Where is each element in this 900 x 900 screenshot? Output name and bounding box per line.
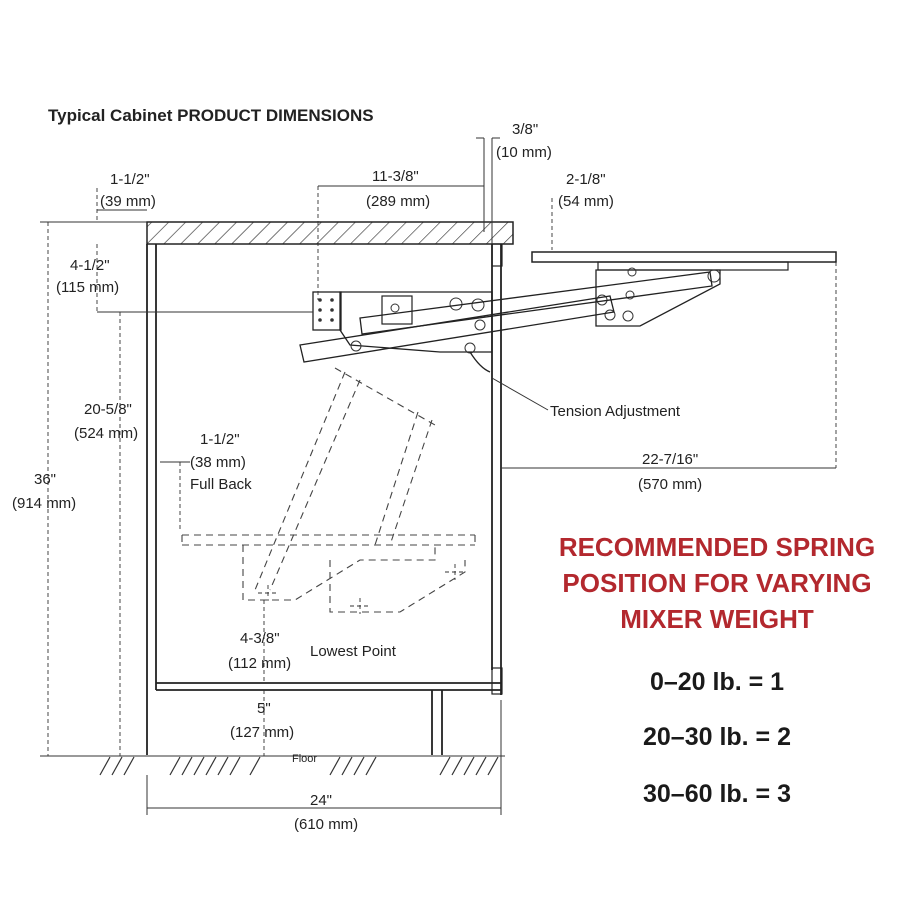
- tension-adjustment-label: Tension Adjustment: [550, 403, 681, 420]
- countertop: [146, 221, 514, 245]
- dim-24-mm: (610 mm): [294, 816, 358, 833]
- floor-label: Floor: [292, 753, 317, 765]
- diagram-title: Typical Cabinet PRODUCT DIMENSIONS: [48, 106, 374, 125]
- dim-3-8-mm: (10 mm): [496, 144, 552, 161]
- dim-4-1-2-mm: (115 mm): [56, 279, 119, 296]
- dim-2-1-8-mm: (54 mm): [558, 193, 614, 210]
- dim-11-3-8: 11-3/8": [372, 168, 419, 185]
- recommendation-line-3: MIXER WEIGHT: [620, 604, 814, 634]
- weight-option-1: 0–20 lb. = 1: [650, 668, 784, 696]
- dim-36-mm: (914 mm): [12, 495, 76, 512]
- dim-1-1-2-back-mm: (38 mm): [190, 454, 246, 471]
- recommendation-line-1: RECOMMENDED SPRING: [559, 532, 875, 562]
- dim-11-3-8-mm: (289 mm): [366, 193, 430, 210]
- dim-20-5-8: 20-5/8": [84, 401, 132, 418]
- dim-2-1-8: 2-1/8": [566, 171, 606, 188]
- dim-22-7-16-mm: (570 mm): [638, 476, 702, 493]
- dim-5-mm: (127 mm): [230, 724, 294, 741]
- recommendation-line-2: POSITION FOR VARYING: [562, 568, 871, 598]
- full-back-label: Full Back: [190, 476, 252, 493]
- weight-option-2: 20–30 lb. = 2: [643, 723, 791, 751]
- floor-line: [95, 755, 505, 776]
- dim-1-1-2-top: 1-1/2": [110, 171, 150, 188]
- lowest-point-label: Lowest Point: [310, 643, 397, 660]
- dim-5: 5": [257, 700, 271, 717]
- dimension-lines: [40, 137, 837, 815]
- cabinet-body: [146, 243, 503, 755]
- dim-1-1-2-back: 1-1/2": [200, 431, 240, 448]
- dim-3-8: 3/8": [512, 121, 538, 138]
- dim-22-7-16: 22-7/16": [642, 451, 698, 468]
- stowed-position: [181, 367, 476, 614]
- dim-36: 36": [34, 471, 56, 488]
- dim-4-1-2: 4-1/2": [70, 257, 110, 274]
- dim-20-5-8-mm: (524 mm): [74, 425, 138, 442]
- dim-24: 24": [310, 792, 332, 809]
- dim-4-3-8: 4-3/8": [240, 630, 280, 647]
- weight-option-3: 30–60 lb. = 3: [643, 780, 791, 808]
- dim-1-1-2-top-mm: (39 mm): [100, 193, 156, 210]
- spring-recommendation: RECOMMENDED SPRING POSITION FOR VARYING …: [559, 532, 875, 808]
- lift-arms: [299, 271, 713, 373]
- dim-4-3-8-mm: (112 mm): [228, 655, 291, 672]
